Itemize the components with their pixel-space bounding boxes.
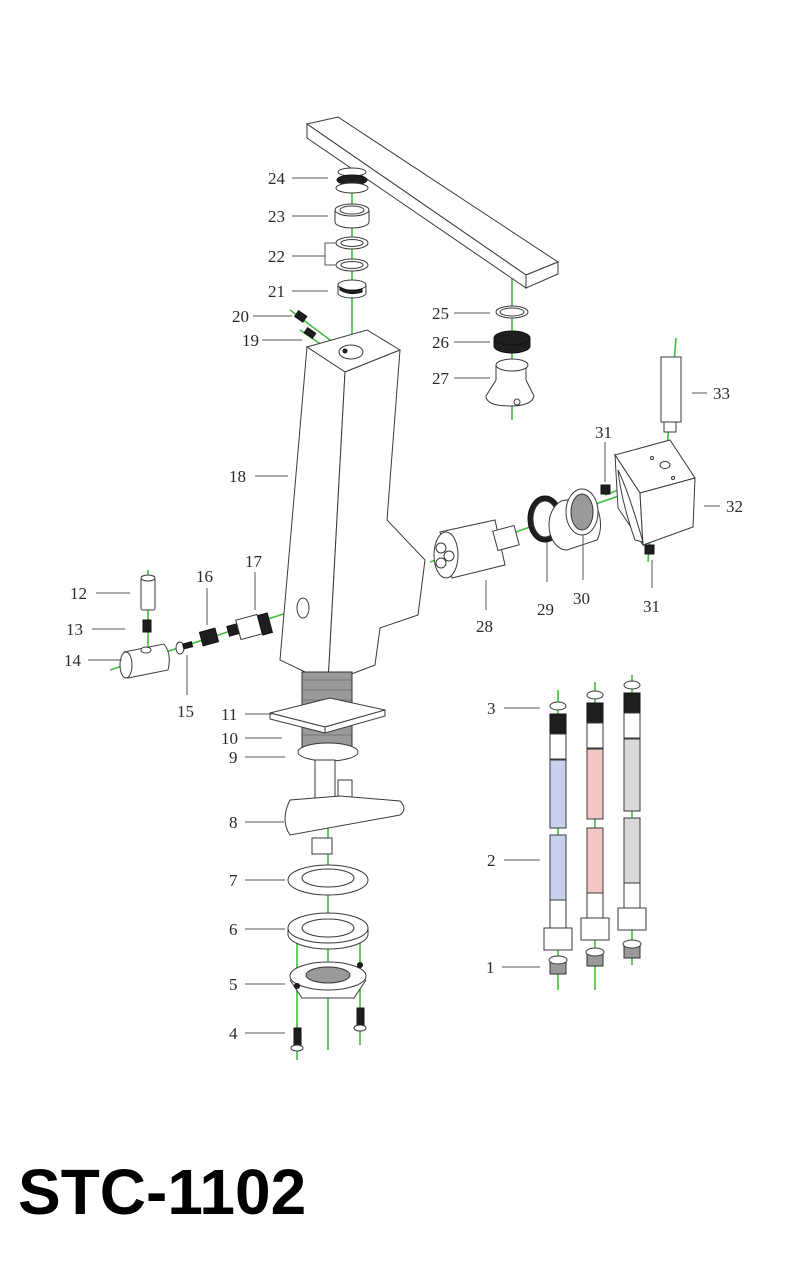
- hose-hot: [580, 690, 610, 967]
- label-9: 9: [229, 748, 238, 767]
- label-3: 3: [487, 699, 496, 718]
- label-28: 28: [476, 617, 493, 636]
- part-4-screw-b: [356, 1007, 365, 1027]
- part-7-washer: [287, 864, 369, 896]
- part-21-clip: [337, 279, 367, 299]
- label-23: 23: [268, 207, 285, 226]
- label-31-bottom: 31: [643, 597, 660, 616]
- part-11-plate: [269, 697, 386, 734]
- part-27-aerator-holder: [485, 358, 535, 407]
- part-15-screw: [175, 641, 194, 655]
- model-number: STC-1102: [18, 1156, 307, 1228]
- label-33: 33: [713, 384, 730, 403]
- label-2: 2: [487, 851, 496, 870]
- label-22: 22: [268, 247, 285, 266]
- leader-lines: [88, 177, 720, 1034]
- part-13-grub-screw: [142, 619, 152, 633]
- part-31-grub-screw-a: [600, 484, 611, 495]
- part-30-cap: [548, 488, 601, 551]
- label-18: 18: [229, 467, 246, 486]
- label-4: 4: [229, 1024, 238, 1043]
- part-12-pin: [140, 574, 156, 611]
- part-spout-arm: [305, 116, 560, 289]
- label-29: 29: [537, 600, 554, 619]
- label-19: 19: [242, 331, 259, 350]
- label-25: 25: [432, 304, 449, 323]
- part-32-lever-block: [614, 439, 696, 547]
- part-9-ring: [297, 742, 359, 762]
- part-labels: 24 23 22 21 20 19 18 25 26 27 33 32 31 3…: [64, 169, 743, 1043]
- label-13: 13: [66, 620, 83, 639]
- label-10: 10: [221, 729, 238, 748]
- part-24-thread: [335, 167, 369, 194]
- part-17-valve-cartridge: [226, 612, 274, 641]
- label-24: 24: [268, 169, 286, 188]
- label-8: 8: [229, 813, 238, 832]
- part-8-bracket: [284, 759, 405, 855]
- label-7: 7: [229, 871, 238, 890]
- hose-cold: [543, 701, 573, 975]
- part-23-nut: [334, 203, 370, 229]
- part-4-screw-a: [293, 1027, 302, 1047]
- label-11: 11: [221, 705, 237, 724]
- label-21: 21: [268, 282, 285, 301]
- label-17: 17: [245, 552, 263, 571]
- label-31-top: 31: [595, 423, 612, 442]
- hose-neutral: [617, 680, 647, 959]
- part-6-washer: [287, 912, 369, 950]
- part-5-nut: [289, 961, 367, 999]
- label-27: 27: [432, 369, 450, 388]
- part-20-grub-screw: [293, 309, 308, 323]
- part-19-grub-screw: [303, 326, 317, 340]
- label-1: 1: [486, 958, 495, 977]
- label-14: 14: [64, 651, 82, 670]
- part-28-cartridge: [433, 519, 520, 579]
- part-33-lever-handle: [660, 356, 682, 433]
- part-26-aerator: [493, 330, 531, 354]
- label-6: 6: [229, 920, 238, 939]
- part-31-grub-screw-b: [644, 544, 655, 555]
- label-5: 5: [229, 975, 238, 994]
- part-14-handle-knob: [119, 643, 170, 679]
- label-32: 32: [726, 497, 743, 516]
- part-18-body: [279, 329, 426, 684]
- label-20: 20: [232, 307, 249, 326]
- label-12: 12: [70, 584, 87, 603]
- part-16-adapter: [198, 627, 220, 647]
- label-30: 30: [573, 589, 590, 608]
- label-16: 16: [196, 567, 213, 586]
- label-26: 26: [432, 333, 449, 352]
- label-15: 15: [177, 702, 194, 721]
